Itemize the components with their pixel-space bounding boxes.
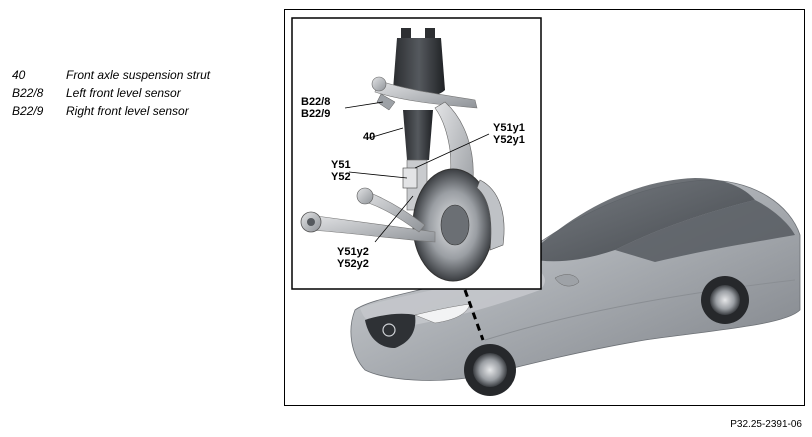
legend-description: Left front level sensor (66, 86, 181, 100)
detail-inset (291, 17, 542, 290)
callout-line: B22/8 (301, 96, 331, 108)
callout-line: Y52 (331, 171, 351, 183)
legend: 40 Front axle suspension strut B22/8 Lef… (12, 66, 210, 120)
callout-line: B22/9 (301, 108, 331, 120)
legend-code: 40 (12, 68, 26, 82)
callout-level-sensor: B22/8 B22/9 (301, 96, 330, 120)
legend-code: B22/8 (12, 86, 44, 100)
legend-description: Front axle suspension strut (66, 68, 211, 82)
callout-line: Y51y1 (493, 122, 525, 134)
callout-suspension-strut: 40 (363, 131, 375, 143)
detail-pointer (463, 289, 485, 341)
legend-row: 40 Front axle suspension strut (12, 66, 210, 84)
callout-line: Y51y2 (337, 246, 369, 258)
legend-row: B22/9 Right front level sensor (12, 102, 210, 120)
car (350, 178, 801, 396)
callout-line: Y52y2 (337, 258, 369, 270)
legend-description: Right front level sensor (66, 104, 189, 118)
illustration-frame: B22/8 B22/9 40 Y51y1 Y52y1 Y51 Y52 Y51y2… (284, 9, 805, 406)
callout-line: Y52y1 (493, 134, 525, 146)
callout-valve-upper: Y51y1 Y52y1 (493, 122, 525, 146)
callout-line: Y51 (331, 159, 351, 171)
figure-reference: P32.25-2391-06 (730, 419, 802, 430)
vehicle-illustration (291, 17, 801, 396)
callout-valve-unit: Y51 Y52 (331, 159, 351, 183)
callout-line: 40 (363, 131, 376, 143)
legend-code: B22/9 (12, 104, 44, 118)
callout-valve-lower: Y51y2 Y52y2 (337, 246, 369, 270)
legend-row: B22/8 Left front level sensor (12, 84, 210, 102)
